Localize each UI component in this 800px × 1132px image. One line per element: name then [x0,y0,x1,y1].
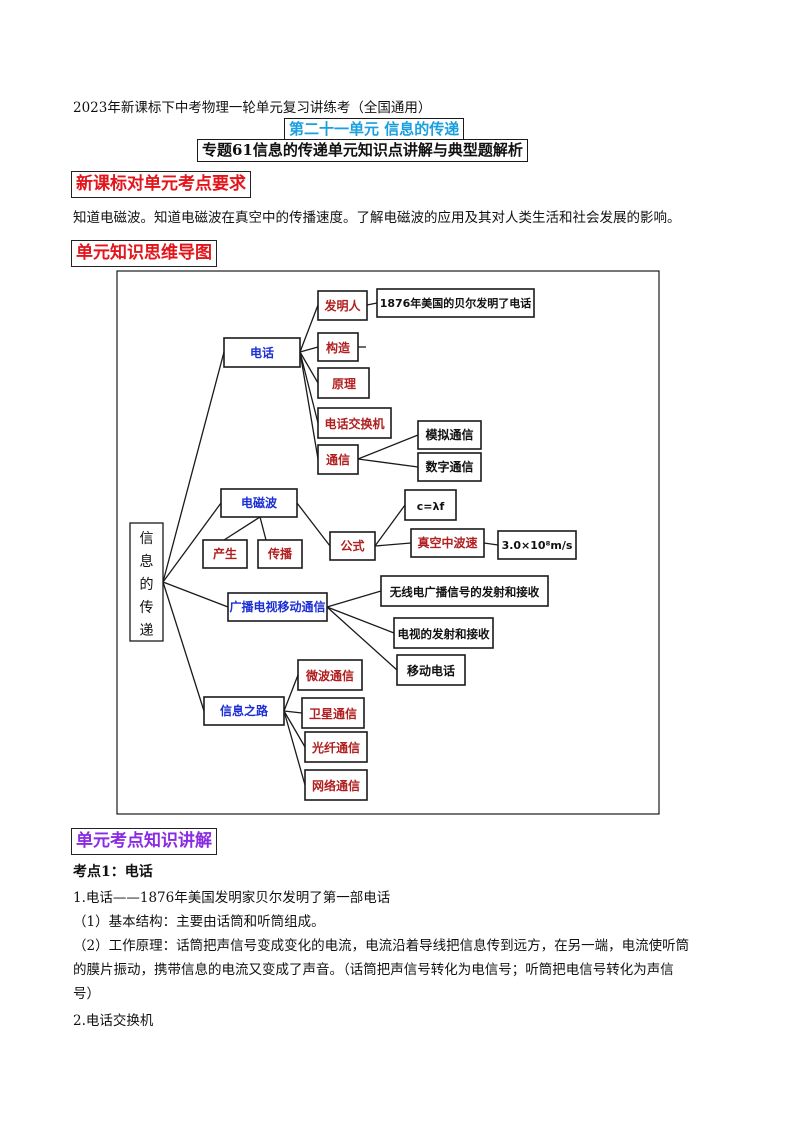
svg-text:真空中波速: 真空中波速 [417,535,477,550]
svg-text:传播: 传播 [267,546,293,561]
node-mobile: 移动电话 [396,654,466,686]
svg-text:电磁波: 电磁波 [241,495,278,510]
svg-text:通信: 通信 [326,452,350,467]
root-char: 递 [140,623,154,639]
svg-text:1876年美国的贝尔发明了电话: 1876年美国的贝尔发明了电话 [380,296,532,310]
root-char: 息 [140,553,154,570]
node-radio: 无线电广播信号的发射和接收 [380,575,549,607]
node-info-road: 信息之路 [203,696,285,726]
root-char: 的 [140,577,154,593]
node-inventor: 发明人 [317,290,368,321]
paragraph-3-line2: 的膜片振动，携带信息的电流又变成了声音。（话筒把声信号转化为电信号；听筒把电信号… [73,962,674,978]
svg-text:信息之路: 信息之路 [220,703,269,718]
root-char: 信 [140,531,154,547]
node-speed-value: 3.0×10⁸m/s [497,530,577,560]
node-fiber: 光纤通信 [304,731,368,763]
node-tv: 电视的发射和接收 [393,617,494,649]
node-formula-expr: c=λf [404,489,457,521]
mindmap-connectors [162,302,499,786]
node-phone: 电话 [223,337,301,368]
outer-frame [116,270,660,815]
node-digital: 数字通信 [417,452,482,482]
node-em-wave: 电磁波 [220,488,298,518]
node-formula: 公式 [329,531,376,561]
node-switchboard: 电话交换机 [317,407,392,439]
svg-text:c=λf: c=λf [417,500,445,513]
svg-text:电话: 电话 [250,345,274,360]
svg-text:电话交换机: 电话交换机 [324,416,384,431]
paragraph-1: 1.电话——1876年美国发明家贝尔发明了第一部电话 [73,890,391,906]
svg-text:产生: 产生 [213,546,237,561]
svg-text:光纤通信: 光纤通信 [311,740,360,755]
root-char: 传 [140,600,154,616]
node-communication: 通信 [317,444,359,475]
section-heading-mindmap: 单元知识思维导图 [71,240,217,267]
paragraph-3-line1: （2）工作原理：话筒把声信号变成变化的电流，电流沿着导线把信息传到远方，在另一端… [73,938,690,954]
svg-text:无线电广播信号的发射和接收: 无线电广播信号的发射和接收 [389,585,540,599]
point1-title: 考点1：电话 [73,864,153,880]
section-heading-requirements: 新课标对单元考点要求 [71,171,251,198]
svg-text:数字通信: 数字通信 [425,459,473,474]
paragraph-3-line3: 号） [73,986,100,1002]
svg-text:卫星通信: 卫星通信 [309,706,357,721]
document-subtitle: 2023年新课标下中考物理一轮单元复习讲练考（全国通用） [73,100,432,116]
paragraph-2: （1）基本结构：主要由话筒和听筒组成。 [73,914,325,930]
svg-text:构造: 构造 [326,340,351,355]
node-network: 网络通信 [304,769,368,801]
node-principle: 原理 [317,367,370,399]
requirements-text: 知道电磁波。知道电磁波在真空中的传播速度。了解电磁波的应用及其对人类生活和社会发… [73,210,681,226]
svg-text:移动电话: 移动电话 [407,663,455,678]
svg-text:公式: 公式 [340,538,364,553]
section-heading-knowledge: 单元考点知识讲解 [71,828,217,855]
node-satellite: 卫星通信 [301,697,365,729]
svg-text:广播电视移动通信: 广播电视移动通信 [229,599,325,614]
mindmap-root: 信 息 的 传 递 [129,522,164,642]
svg-text:模拟通信: 模拟通信 [425,427,473,442]
node-produce: 产生 [202,539,248,569]
svg-text:原理: 原理 [332,377,356,391]
svg-text:电视的发射和接收: 电视的发射和接收 [398,627,490,641]
topic-title: 专题61信息的传递单元知识点讲解与典型题解析 [197,139,528,162]
node-analog: 模拟通信 [417,420,482,450]
node-propagate: 传播 [257,539,303,569]
node-vacuum-speed: 真空中波速 [410,528,485,558]
node-inventor-note: 1876年美国的贝尔发明了电话 [376,288,535,318]
svg-text:3.0×10⁸m/s: 3.0×10⁸m/s [502,539,573,552]
svg-text:发明人: 发明人 [323,298,361,313]
svg-text:微波通信: 微波通信 [305,668,354,683]
node-structure: 构造 [317,332,359,362]
node-broadcast: 广播电视移动通信 [227,592,328,622]
paragraph-4: 2.电话交换机 [73,1013,154,1029]
node-microwave: 微波通信 [297,659,363,691]
svg-text:网络通信: 网络通信 [312,778,360,793]
